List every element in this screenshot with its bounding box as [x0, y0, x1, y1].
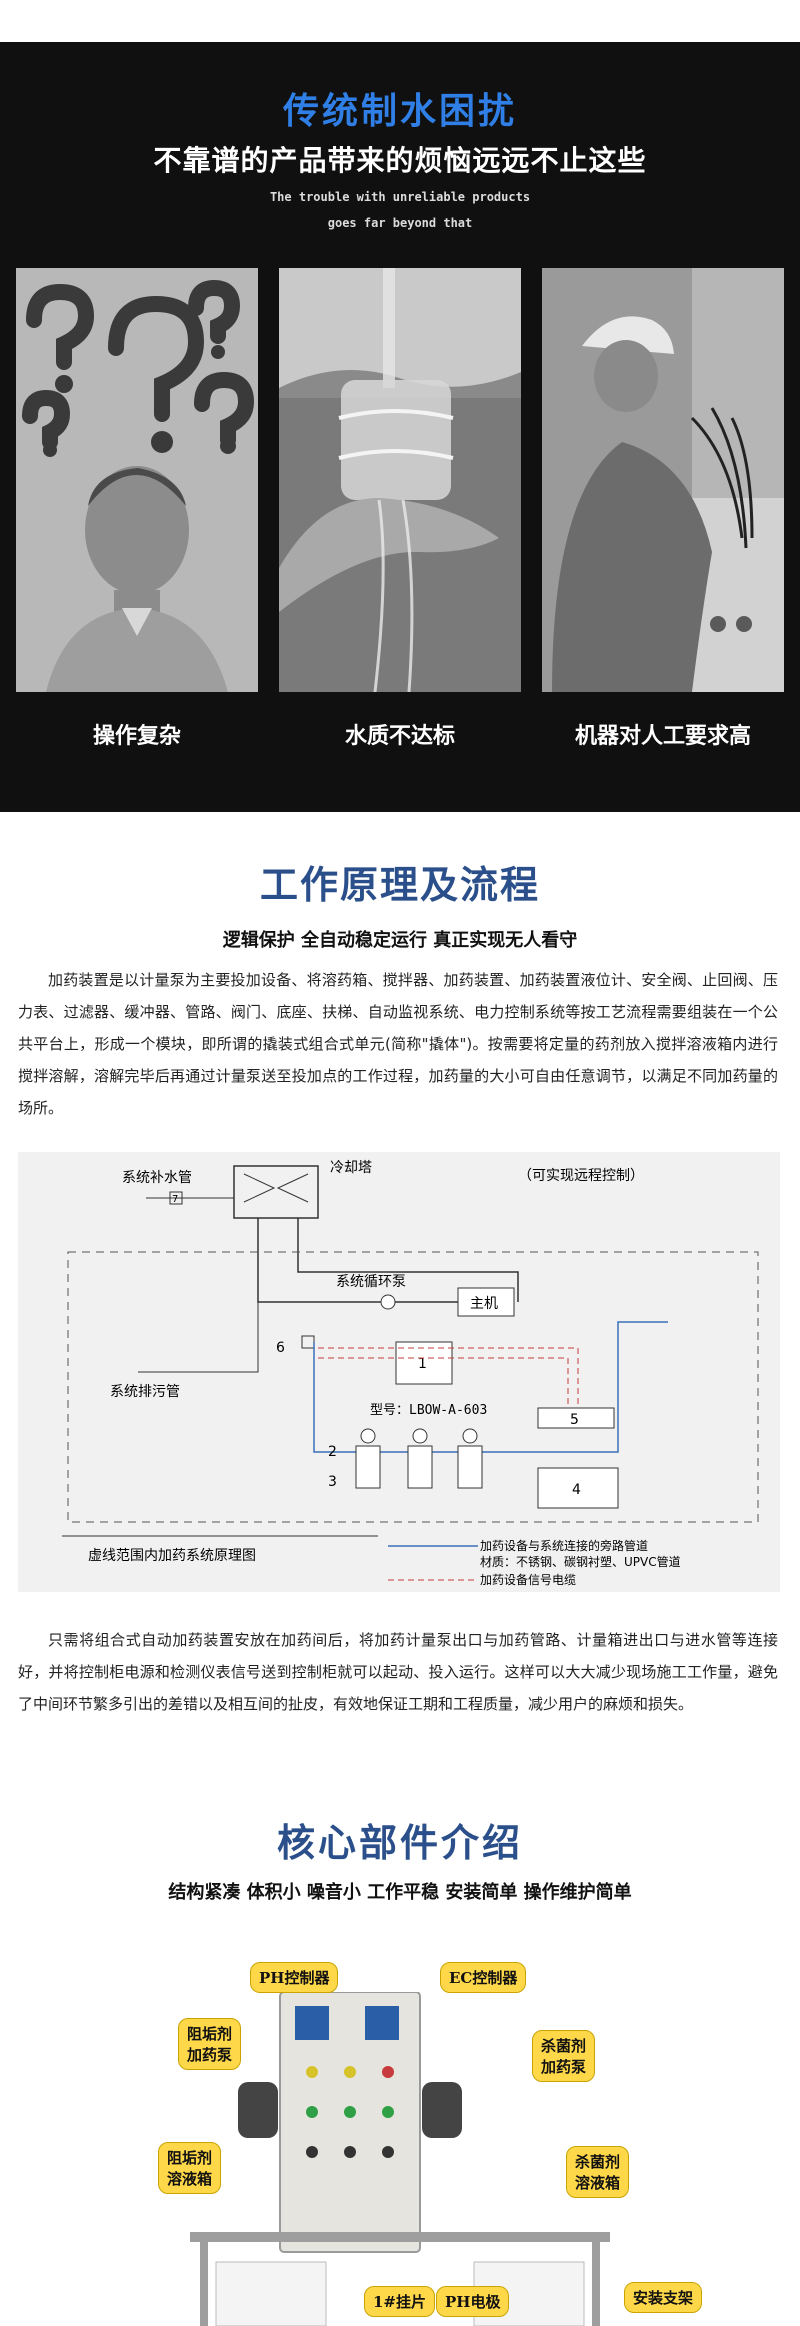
- tag-bracket: 安装支架: [624, 2282, 703, 2313]
- dosing-system-diagram: 冷却塔 系统补水管 （可实现远程控制） 7 系统循环泵 主机 系统排污管 6 1: [18, 1152, 780, 1592]
- label-model: 型号：LBOW-A-603: [370, 1403, 487, 1418]
- worker-image: [542, 268, 784, 692]
- label-5: 5: [570, 1412, 579, 1428]
- label-6: 6: [276, 1340, 285, 1356]
- label-circulation-pump: 系统循环泵: [336, 1274, 406, 1290]
- problems-subtitle-en-2: goes far beyond that: [327, 216, 473, 230]
- label-makeup-pipe: 系统补水管: [122, 1170, 192, 1186]
- tag-biocide-pump: 杀菌剂 加药泵: [532, 2030, 596, 2082]
- label-3: 3: [328, 1474, 337, 1490]
- core-components-section: 核心部件介绍 结构紧凑 体积小 噪音小 工作平稳 安装简单 操作维护简单 PH控…: [0, 1812, 800, 2326]
- label-7: 7: [172, 1194, 178, 1205]
- principle-subtitle: 逻辑保护 全自动稳定运行 真正实现无人看守: [222, 930, 578, 951]
- label-2: 2: [328, 1444, 337, 1460]
- problems-banner: 传统制水困扰 不靠谱的产品带来的烦恼远远不止这些 The trouble wit…: [0, 42, 800, 812]
- tag-biocide-tank: 杀菌剂 溶液箱: [566, 2146, 630, 2198]
- components-subtitle: 结构紧凑 体积小 噪音小 工作平稳 安装简单 操作维护简单: [168, 1882, 632, 1903]
- water-hand-image: [279, 268, 521, 692]
- components-title: 核心部件介绍: [276, 1821, 523, 1865]
- tag-ph-controller: PH控制器: [250, 1962, 339, 1993]
- panel-complex-operation: [16, 268, 258, 692]
- principle-title: 工作原理及流程: [259, 863, 540, 907]
- caption-labor-demand: 机器对人工要求高: [574, 724, 751, 749]
- tag-scale-inhibitor-pump: 阻垢剂 加药泵: [178, 2018, 242, 2070]
- label-drain-pipe: 系统排污管: [110, 1384, 180, 1400]
- label-1: 1: [418, 1356, 427, 1372]
- legend-line-3: 加药设备信号电缆: [480, 1573, 576, 1587]
- problems-subtitle-en-1: The trouble with unreliable products: [269, 190, 531, 204]
- label-host: 主机: [470, 1296, 498, 1312]
- panel-labor-demand: [542, 268, 784, 692]
- principle-paragraph-2: 只需将组合式自动加药装置安放在加药间后，将加药计量泵出口与加药管路、计量箱进出口…: [18, 1631, 778, 1713]
- panel-water-quality: [279, 268, 521, 692]
- caption-water-quality: 水质不达标: [344, 724, 455, 749]
- label-4: 4: [572, 1482, 581, 1498]
- tag-ec-controller: EC控制器: [440, 1962, 527, 1993]
- tag-scale-inhibitor-tank: 阻垢剂 溶液箱: [158, 2142, 222, 2194]
- problems-title: 传统制水困扰: [282, 91, 517, 132]
- problems-subtitle: 不靠谱的产品带来的烦恼远远不止这些: [153, 144, 647, 177]
- label-remote: （可实现远程控制）: [518, 1168, 644, 1184]
- legend-line-1: 加药设备与系统连接的旁路管道: [480, 1538, 648, 1553]
- dosing-equipment-image: [190, 1992, 610, 2326]
- legend-title: 虚线范围内加药系统原理图: [88, 1547, 256, 1564]
- tag-hanger: 1#挂片: [364, 2286, 436, 2317]
- principle-paragraph-1: 加药装置是以计量泵为主要投加设备、将溶药箱、搅拌器、加药装置、加药装置液位计、安…: [18, 971, 778, 1117]
- schematic: 冷却塔 系统补水管 （可实现远程控制） 7 系统循环泵 主机 系统排污管 6 1: [62, 1160, 759, 1587]
- tag-ph-electrode: PH电极: [436, 2286, 510, 2317]
- cooling-tower-symbol: [233, 1165, 319, 1219]
- working-principle-section: 工作原理及流程 逻辑保护 全自动稳定运行 真正实现无人看守 加药装置是以计量泵为…: [0, 812, 800, 1812]
- question-marks-image: [16, 268, 258, 692]
- legend-line-2: 材质：不锈钢、碳钢衬塑、UPVC管道: [480, 1554, 681, 1569]
- caption-complex-operation: 操作复杂: [92, 724, 181, 749]
- label-cooling-tower: 冷却塔: [330, 1160, 372, 1176]
